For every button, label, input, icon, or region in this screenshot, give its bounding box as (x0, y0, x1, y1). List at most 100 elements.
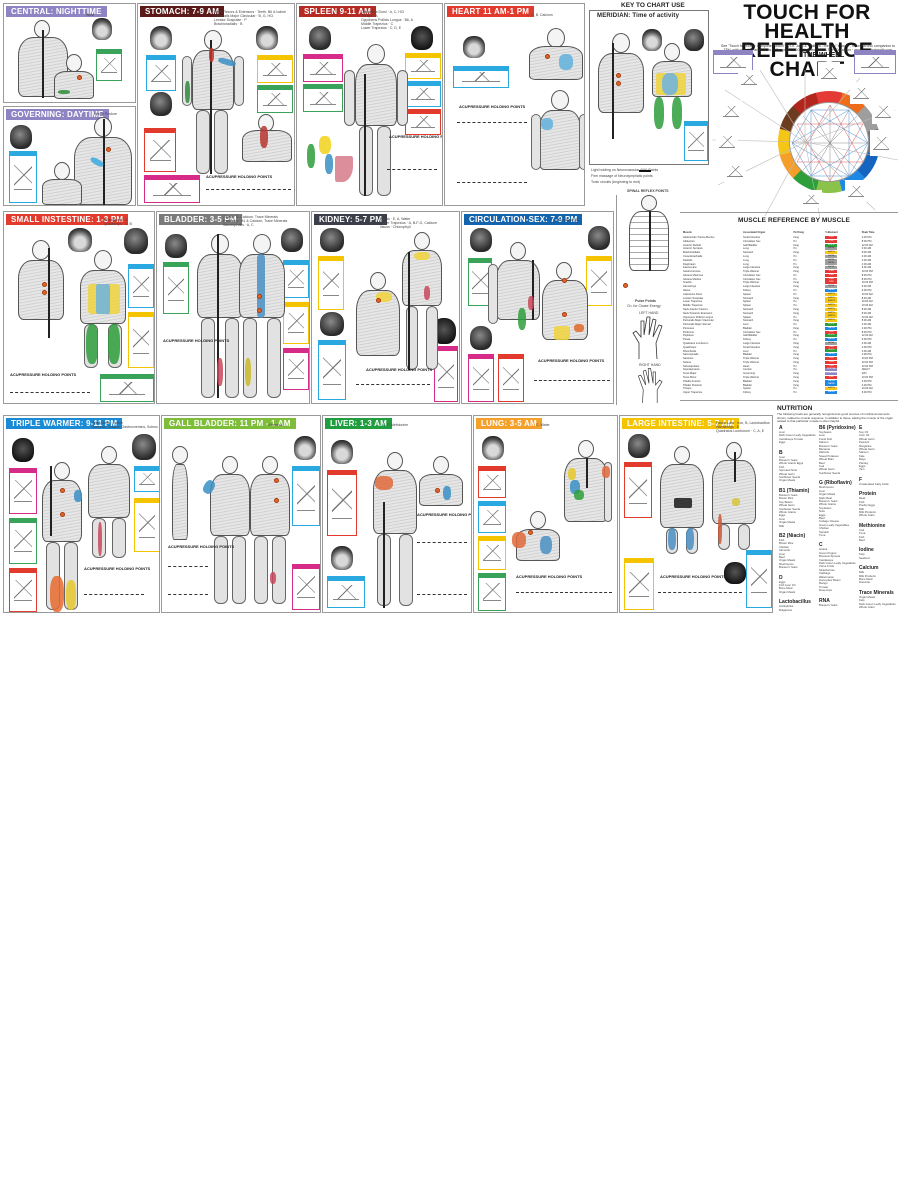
table-cell: 4:00 AM (861, 247, 872, 251)
food-item: Organ Meats (819, 492, 836, 497)
right-hand-label: RIGHT HAND (639, 363, 661, 367)
table-cell: 6:00 AM (861, 285, 872, 289)
food-item: Brown Rice (779, 541, 794, 546)
muscle-name: Gluteus Maximus (683, 273, 704, 277)
panel-title-bladder: BLADDER: 3-5 PM (159, 214, 242, 225)
table-cell: Gall Bladder (743, 334, 758, 338)
table-cell: 4:00 PM (861, 383, 872, 387)
food-item: Soybeans (819, 430, 832, 434)
acupressure-label: ACUPRESSURE HOLDING POINTS (538, 358, 605, 363)
muscle-name: Sartorius (683, 357, 694, 361)
food-item: Cod (819, 464, 825, 469)
element-badge: WOOD (825, 349, 838, 353)
table-cell: Lung (743, 247, 749, 251)
food-item: Yam (859, 467, 865, 472)
muscle-name: Abdominals Transv./Rectus (683, 236, 715, 240)
muscle-test-box (453, 66, 509, 88)
nutrient-heading: B1 (Thiamin) (779, 487, 810, 494)
table-cell: Yin (793, 273, 797, 277)
muscle-name: Latissimus Dorsi (683, 292, 703, 296)
spinal-reflex-title: SPINAL REFLEX POINTS (627, 189, 669, 193)
table-cell: 8:00 PM (861, 277, 872, 281)
food-item: Milk (859, 570, 864, 575)
table-cell: Yang (793, 326, 799, 330)
food-item: Whole Grains (819, 502, 836, 507)
element-badge: METAL (825, 258, 838, 262)
table-cell: 2:00 PM (861, 345, 872, 349)
table-cell: Yang (793, 311, 799, 315)
muscle-test-box (327, 576, 365, 608)
nutrient-heading: F (859, 476, 863, 483)
food-item: Almonds (779, 548, 790, 553)
food-item: Liver (779, 516, 786, 521)
panel-note: Psoas · E, A, Water Upper Trapezius · A,… (380, 217, 437, 229)
body-figure (531, 90, 584, 205)
table-cell: Stomach (743, 319, 754, 323)
acupressure-label: ACUPRESSURE HOLDING POINTS (366, 367, 433, 372)
muscle-test-box (9, 151, 37, 203)
food-item: Salmon (819, 440, 829, 445)
muscle-table-title: MUSCLE REFERENCE BY MUSCLE (738, 217, 850, 224)
food-item: Liver (819, 433, 826, 438)
table-cell: Governing (743, 372, 755, 376)
table-cell: Triple Warmer (743, 357, 760, 361)
muscle-test-box (586, 256, 612, 306)
food-item: Honeydew Melon (819, 578, 841, 583)
nutrition-title: NUTRITION (777, 405, 813, 412)
table-cell: Yin (793, 349, 797, 353)
muscle-name: Rhomboids (683, 349, 697, 353)
muscle-name: Teres Major (683, 372, 697, 376)
muscle-test-box (283, 302, 309, 344)
food-item: Unsaturated Fatty Acids (859, 481, 889, 486)
table-cell: Kidney (743, 338, 751, 342)
nutrient-heading: B2 (Niacin) (779, 532, 806, 539)
table-cell: 8:00 AM (861, 307, 872, 311)
food-item: Organ Meats (779, 478, 796, 483)
panel-heart: HEART 11 AM-1 PM C, E, B, Calcium ACUPRE… (444, 3, 585, 206)
table-cell: Spleen (743, 387, 752, 391)
food-item: Brewer's Yeast (779, 492, 798, 497)
table-cell: Triple Warmer (743, 281, 760, 285)
panel-note: Vitamin A (268, 423, 283, 427)
muscle-name: Quadratus Lumborum (683, 341, 709, 345)
food-item: Poultry Eggs (859, 503, 875, 508)
element-badge: EARTH (825, 296, 838, 300)
table-cell: 4:00 AM (861, 255, 872, 258)
table-cell: Yang (793, 251, 799, 255)
left-hand-label: LEFT HAND (639, 311, 659, 315)
table-cell: Large Intestine (743, 341, 761, 345)
table-cell: Liver (743, 323, 749, 327)
food-item: Milk (779, 523, 784, 528)
muscle-name: Tibialis Anterior (683, 379, 701, 383)
food-item: Wheat Germ (859, 447, 875, 452)
muscle-test-box (144, 175, 200, 203)
table-cell: 6:00 PM (861, 289, 872, 293)
muscle-name: Soleus (683, 360, 691, 364)
muscle-name: Brachioradialis (683, 251, 701, 255)
table-cell: Yang (793, 334, 799, 338)
acupressure-label: ACUPRESSURE HOLDING POINTS (84, 566, 151, 571)
food-item: Cod (859, 527, 865, 532)
food-item: Liver (779, 430, 786, 434)
food-item: Eggs (779, 513, 786, 518)
food-item: Green Leafy Vegetables (819, 522, 850, 527)
food-item: Meat (859, 496, 866, 501)
panel-title-stomach: STOMACH: 7-9 AM (140, 6, 225, 17)
table-cell: 10:00 AM (861, 387, 873, 391)
food-item: Citrus Fruits (819, 564, 835, 569)
food-item: Rose Hips (819, 588, 832, 593)
food-item: Dolomite (859, 580, 871, 585)
muscle-name: Psoas (683, 338, 691, 342)
table-cell: Yin (793, 292, 797, 296)
muscle-name: Gracilis (683, 281, 692, 285)
muscle-name: Peroneus (683, 326, 695, 330)
food-item: Nuts (819, 509, 825, 514)
